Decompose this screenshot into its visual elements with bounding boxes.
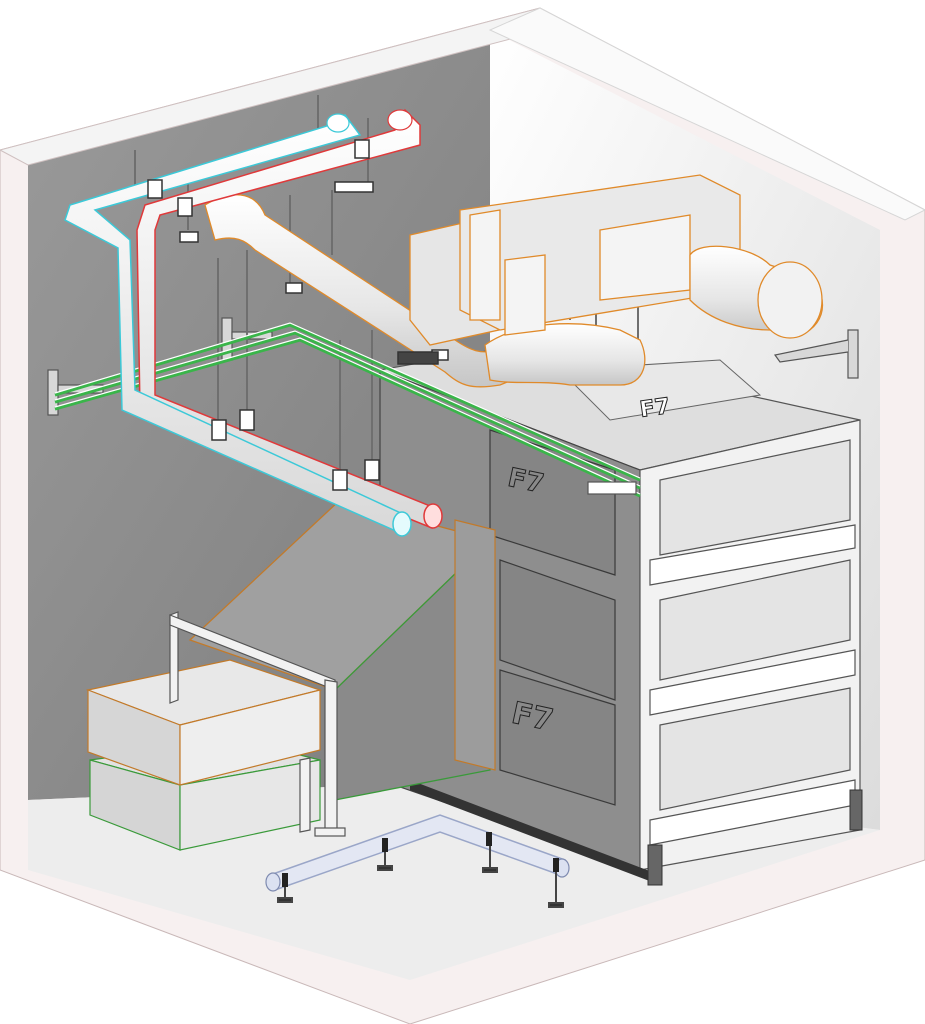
cold-pipe-end — [392, 511, 412, 537]
cold-pipe-top-end — [326, 113, 350, 133]
ahu-foot-right — [849, 789, 863, 831]
filter-panel-2 — [499, 559, 616, 701]
filter-label-top: F7 — [638, 394, 672, 423]
floor-pipe-end-left — [265, 872, 281, 892]
ahu-base-rail — [410, 780, 660, 885]
supply-transition-duct — [188, 499, 496, 801]
filter-label-bottom: F7 — [509, 696, 557, 739]
box-lower-side — [179, 759, 321, 851]
hot-pipe-top-end — [387, 109, 413, 131]
bracket-right-wall — [847, 329, 859, 379]
green-pipe-3 — [54, 338, 641, 498]
floor-pipe-clamps — [282, 832, 559, 887]
floor-pipe — [265, 814, 570, 908]
bracket-right-wall-arm — [773, 339, 849, 363]
top-rim-right — [488, 7, 925, 221]
ahu-shelves — [649, 439, 856, 846]
cold-water-pipe — [64, 113, 412, 537]
pipe-rack-clamp — [587, 481, 637, 495]
floor-pipe-stands — [277, 845, 564, 908]
box-upper-side — [179, 689, 321, 786]
ahu-foot-left — [647, 844, 663, 886]
pipe-clamps — [147, 139, 449, 491]
filter-panels — [489, 429, 616, 806]
filter-panel-3 — [499, 669, 616, 806]
support-frame — [169, 611, 346, 837]
stacked-equipment-boxes — [85, 659, 323, 851]
silencer-baffles — [469, 209, 691, 336]
round-ductwork — [204, 174, 823, 388]
duct-outlet-end-cap — [757, 261, 823, 339]
hot-pipe-end — [423, 503, 443, 529]
duct-collar — [454, 519, 496, 771]
